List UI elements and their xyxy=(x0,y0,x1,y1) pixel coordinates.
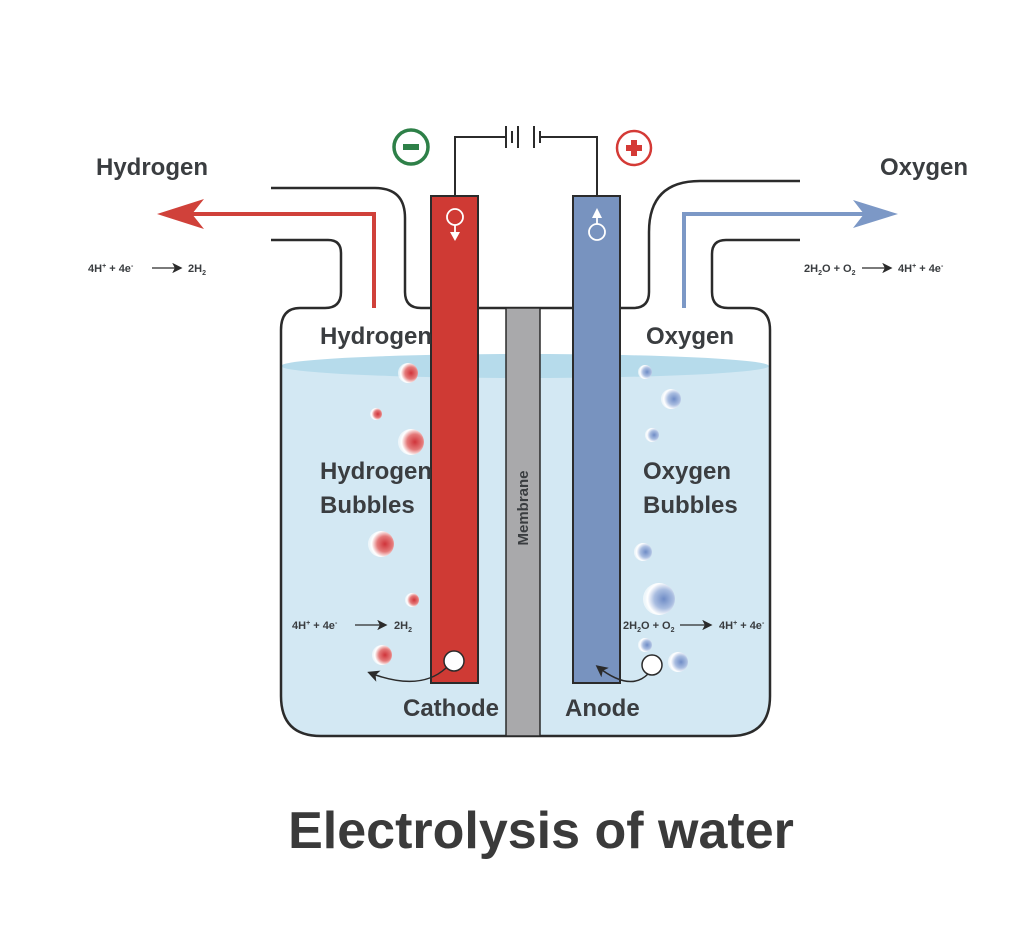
anode-equation: 2H2O + O2 xyxy=(623,620,675,634)
negative-terminal-icon xyxy=(392,128,430,166)
oxygen-tube-inner xyxy=(710,238,800,310)
cathode-product: 2H2 xyxy=(394,620,412,634)
anode-product: 4H+ + 4e- xyxy=(719,620,765,632)
hydrogen-bubble xyxy=(398,363,418,383)
oxygen-bubble xyxy=(645,428,659,442)
hydrogen-bubble xyxy=(398,429,424,455)
hydrogen-gas-label: Hydrogen xyxy=(320,323,432,350)
oxygen-bubbles-label: Oxygen Bubbles xyxy=(643,458,738,519)
oxygen-outlet-label: Oxygen xyxy=(880,154,968,181)
oxygen-bubbles xyxy=(634,365,688,672)
membrane-label: Membrane xyxy=(515,470,532,545)
cathode-electrode xyxy=(430,195,479,684)
hydrogen-bubbles xyxy=(368,363,424,665)
anode-electrode xyxy=(572,195,621,684)
hydrogen-outlet-equation: 4H+ + 4e- xyxy=(88,263,134,275)
hydrogen-tube-inner xyxy=(271,238,343,310)
cathode-label: Cathode xyxy=(403,695,499,722)
oxygen-bubble xyxy=(668,652,688,672)
hydrogen-bubble xyxy=(368,531,394,557)
hydrogen-outlet-label: Hydrogen xyxy=(96,154,208,181)
circuit-wire-right xyxy=(541,136,598,196)
oxygen-bubble xyxy=(634,543,652,561)
hydrogen-flow-arrowhead xyxy=(157,199,204,229)
hydrogen-bubble xyxy=(370,408,382,420)
hydrogen-bubble xyxy=(372,645,392,665)
hydrogen-bubble xyxy=(405,593,419,607)
cathode-equation: 4H+ + 4e- xyxy=(292,620,338,632)
positive-terminal-icon xyxy=(615,129,653,167)
hydrogen-flow-arrow-line xyxy=(190,212,376,308)
electron-cathode-icon xyxy=(443,650,465,672)
oxygen-gas-label: Oxygen xyxy=(646,323,734,350)
cathode-electron-path xyxy=(367,667,447,683)
oxygen-tube-outer xyxy=(620,179,800,310)
oxygen-bubble xyxy=(638,365,652,379)
oxygen-outlet-equation: 2H2O + O2 xyxy=(804,263,856,277)
battery-icon xyxy=(505,126,541,148)
oxygen-flow-arrow-line xyxy=(682,212,870,308)
oxygen-bubble xyxy=(643,583,675,615)
anode-label: Anode xyxy=(565,695,640,722)
oxygen-bubble xyxy=(638,638,652,652)
membrane xyxy=(505,307,541,737)
oxygen-flow-arrowhead xyxy=(853,200,898,228)
oxygen-bubble xyxy=(661,389,681,409)
diagram-title: Electrolysis of water xyxy=(288,802,794,860)
oxygen-outlet-product: 4H+ + 4e- xyxy=(898,263,944,275)
female-symbol-icon xyxy=(446,208,464,241)
electron-anode-icon xyxy=(641,654,663,676)
anode-electron-path xyxy=(595,665,649,683)
hydrogen-outlet-product: 2H2 xyxy=(188,263,206,277)
hydrogen-tube-outer xyxy=(271,186,431,310)
hydrogen-bubbles-label: Hydrogen Bubbles xyxy=(320,458,439,519)
male-symbol-icon xyxy=(588,208,606,241)
circuit-wire-left xyxy=(454,136,505,196)
